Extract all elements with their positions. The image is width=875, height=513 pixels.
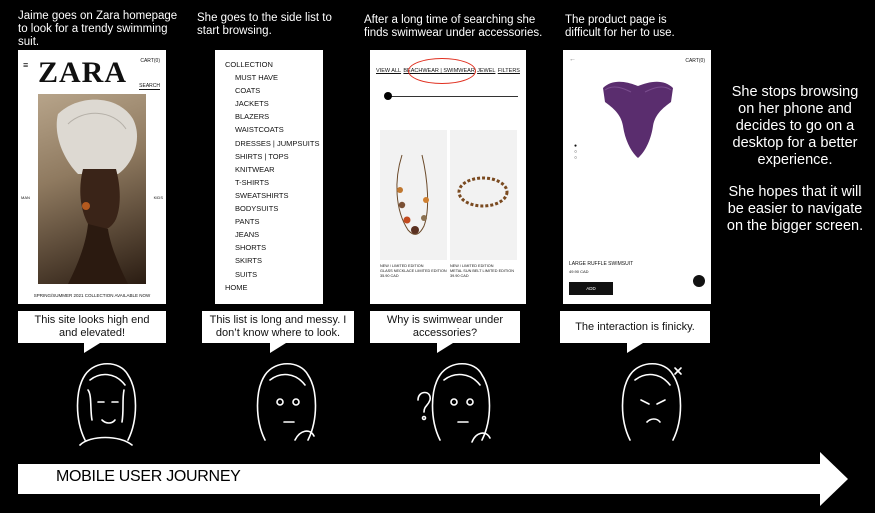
product-price: 49.90 CAD — [569, 269, 589, 274]
product-image — [450, 130, 517, 260]
product-image — [380, 130, 447, 260]
category-item: SUITS — [235, 269, 258, 279]
collection-banner: SPRING/SUMMER 2021 COLLECTION AVAILABLE … — [33, 293, 151, 298]
category-item: COLLECTION — [225, 60, 273, 69]
accessories-page-screenshot: VIEW ALL BEACHWEAR | SWIMWEAR JEWEL FILT… — [370, 50, 526, 304]
product-page-screenshot: ← CART(0) ●○○ LARGE RUFFLE SWIMSUIT 49.9… — [563, 50, 711, 304]
product-name: METAL SUN BELT LIMITED EDITION — [450, 269, 514, 273]
user-face-happy — [60, 350, 150, 455]
category-item: MUST HAVE — [235, 73, 279, 83]
category-item: SHORTS — [235, 243, 267, 253]
filter-view-all: VIEW ALL — [376, 68, 402, 74]
product-tag: NEW / LIMITED EDITION — [380, 264, 424, 268]
prev-arrow: MAN — [21, 195, 30, 200]
category-list: COLLECTION MUST HAVE COATS JACKETS BLAZE… — [225, 58, 319, 294]
category-item: HOME — [225, 282, 248, 292]
product-price: 39.90 CAD — [450, 274, 469, 278]
back-arrow-icon: ← — [569, 56, 576, 63]
category-item: JEANS — [235, 230, 260, 240]
slider-track — [386, 96, 518, 97]
hamburger-icon: ≡ — [23, 60, 29, 70]
journey-label: MOBILE USER JOURNEY — [56, 468, 241, 485]
product-caption: NEW / LIMITED EDITION GLASS NECKLACE LIM… — [380, 264, 450, 279]
zara-logo: ZARA — [38, 56, 128, 89]
category-item: BLAZERS — [235, 112, 270, 122]
zara-homepage-screenshot: ≡ ZARA CART(0) SEARCH MAN KIDS SPRING/SU… — [18, 50, 166, 304]
search-link: SEARCH — [139, 83, 160, 90]
speech-bubble: Why is swimwear under accessories? — [370, 311, 520, 353]
user-face-confused — [410, 350, 500, 455]
category-item: T-SHIRTS — [235, 177, 270, 187]
category-item: COATS — [235, 86, 261, 96]
filter-jewel: JEWEL — [477, 68, 496, 74]
category-item: KNITWEAR — [235, 164, 275, 174]
zara-header: ≡ ZARA CART(0) SEARCH — [18, 50, 166, 94]
speech-bubble: This site looks high end and elevated! — [18, 311, 166, 353]
filter-filters: FILTERS — [497, 68, 520, 74]
product-price: 35.90 CAD — [380, 274, 399, 278]
product-name: GLASS NECKLACE LIMITED EDITION — [380, 269, 447, 273]
hero-image — [38, 94, 146, 284]
next-arrow: KIDS — [153, 195, 163, 200]
step1-caption: Jaime goes on Zara homepage to look for … — [18, 10, 178, 48]
add-button: ADD — [569, 282, 613, 295]
product-name: LARGE RUFFLE SWIMSUIT — [569, 261, 634, 267]
cart-link: CART(0) — [140, 58, 160, 64]
category-item: WAISTCOATS — [235, 125, 284, 135]
side-menu-screenshot: COLLECTION MUST HAVE COATS JACKETS BLAZE… — [215, 50, 323, 304]
journey-arrow: MOBILE USER JOURNEY — [18, 452, 848, 506]
user-face-thinking — [240, 350, 330, 455]
image-pager: ●○○ — [574, 143, 578, 161]
product-caption: NEW / LIMITED EDITION METAL SUN BELT LIM… — [450, 264, 520, 279]
category-item: JACKETS — [235, 99, 269, 109]
category-item: BODYSUITS — [235, 204, 279, 214]
product-tag: NEW / LIMITED EDITION — [450, 264, 494, 268]
category-item: PANTS — [235, 217, 260, 227]
highlight-circle — [408, 58, 476, 84]
outcome-text: She stops browsing on her phone and deci… — [731, 84, 859, 168]
slider-knob — [384, 92, 392, 100]
speech-bubble: This list is long and messy. I don’t kno… — [202, 311, 354, 353]
category-item: SWEATSHIRTS — [235, 190, 289, 200]
step4-caption: The product page is difficult for her to… — [565, 14, 675, 39]
step2-caption: She goes to the side list to start brows… — [197, 12, 332, 37]
category-item: SKIRTS — [235, 256, 262, 266]
step3-caption: After a long time of searching she finds… — [364, 14, 543, 39]
speech-bubble: The interaction is finicky. — [560, 311, 710, 353]
cart-link: CART(0) — [685, 58, 705, 64]
swimsuit-image — [603, 81, 673, 158]
arrow-shape — [18, 452, 848, 506]
hope-text: She hopes that it will be easier to navi… — [726, 184, 864, 234]
user-face-frustrated — [605, 350, 695, 455]
category-item: SHIRTS | TOPS — [235, 151, 289, 161]
category-item: DRESSES | JUMPSUITS — [235, 138, 320, 148]
accessibility-icon — [693, 275, 705, 287]
